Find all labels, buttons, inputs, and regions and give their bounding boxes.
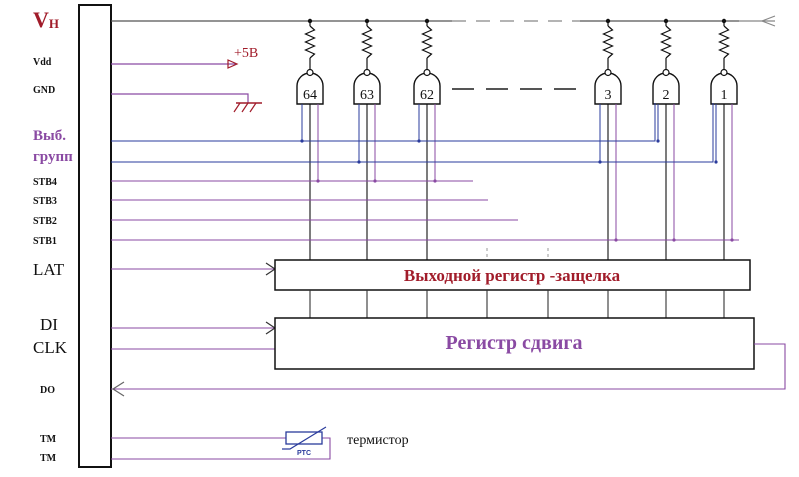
nand-gate-group: 64 63 62 3 2 1 [296, 68, 738, 260]
shift-register-block [274, 317, 755, 370]
tm2-line [111, 437, 331, 460]
thermistor-ptc-label: PTC [297, 450, 311, 457]
pin-label-tm-2: TM [40, 453, 57, 464]
pin-label-lat: LAT [33, 260, 65, 279]
supply-label-5v: +5B [234, 46, 258, 61]
pin-label-tm-1: TM [40, 434, 57, 445]
pull-up-resistor [361, 25, 373, 59]
junction-dot [714, 160, 718, 164]
gnd-hatch-2 [241, 102, 249, 113]
pin-label-gnd: GND [33, 85, 55, 96]
gate-number-label: 64 [303, 88, 317, 103]
thermistor-label: термистор [347, 433, 409, 448]
pin-label-vdd: Vdd [33, 57, 52, 68]
register-bus [309, 248, 725, 318]
thermistor-slash [282, 426, 327, 450]
junction-dot [656, 139, 660, 143]
pin-label-stb2: STB2 [33, 216, 57, 227]
nand-gate-bubble [604, 68, 612, 77]
latch-register-block [274, 259, 751, 291]
shift-register-label: Регистр сдвига [446, 332, 583, 354]
gate-number-label: 63 [360, 88, 374, 103]
do-arrow [111, 381, 125, 397]
gate-number-label: 2 [663, 88, 670, 103]
nand-gate-bubble [423, 68, 431, 77]
nand-gate-bubble [363, 68, 371, 77]
pull-up-resistor [602, 25, 614, 59]
nand-gate-bubble [662, 68, 670, 77]
pin-label-stb1: STB1 [33, 236, 57, 247]
nand-gate-bubble [306, 68, 314, 77]
gnd-line [111, 93, 249, 103]
pin-label-stb4: STB4 [33, 177, 57, 188]
gnd-hatch-1 [233, 102, 241, 113]
connector-body [78, 4, 112, 468]
gnd-hatch-3 [249, 102, 257, 113]
do-feedback-line [111, 343, 786, 390]
pin-label-group-2: групп [33, 149, 73, 165]
pull-up-resistor [718, 25, 730, 59]
thermistor-symbol [285, 431, 323, 445]
pull-up-resistor [304, 25, 316, 59]
group-select-line-2 [111, 103, 714, 163]
pin-label-stb3: STB3 [33, 196, 57, 207]
pin-label-do: DO [40, 385, 55, 396]
nand-gate-bubble [720, 68, 728, 77]
gate-number-label: 3 [605, 88, 612, 103]
group-select-line-1 [111, 103, 656, 142]
pin-label-group-1: Выб. [33, 128, 66, 144]
latch-register-label: Выходной регистр -защелка [404, 266, 621, 285]
gate-number-label: 1 [721, 88, 728, 103]
pin-label-di: DI [40, 315, 58, 334]
gate-number-label: 62 [420, 88, 434, 103]
resistor-group [304, 18, 730, 70]
pin-label-clk: CLK [33, 338, 68, 357]
pull-up-resistor [660, 25, 672, 59]
pull-up-resistor [421, 25, 433, 59]
vdd-arrow [227, 59, 239, 69]
pin-label-vh: VH [33, 7, 59, 32]
